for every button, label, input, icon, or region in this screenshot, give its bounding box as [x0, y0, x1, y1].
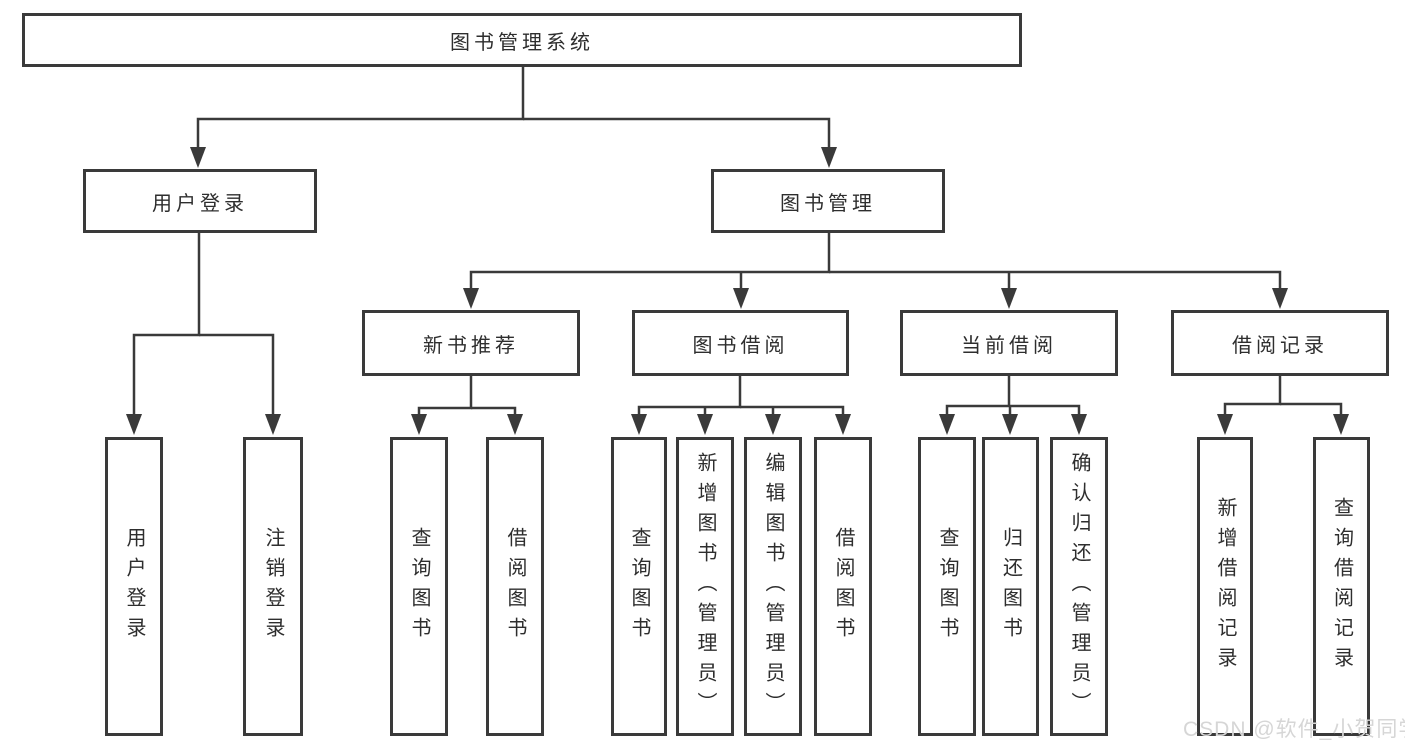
- node-library-management-system: 图书管理系统: [22, 13, 1022, 67]
- leaf-borrow-books-recommend: 借阅图书: [486, 437, 544, 736]
- node-borrow-records: 借阅记录: [1171, 310, 1389, 376]
- node-label: 确认归还（管理员）: [1068, 451, 1090, 722]
- node-label: 编辑图书（管理员）: [762, 451, 784, 722]
- node-label: 新增借阅记录: [1214, 496, 1236, 677]
- leaf-query-books-recommend: 查询图书: [390, 437, 448, 736]
- leaf-query-books: 查询图书: [611, 437, 667, 736]
- node-label: 当前借阅: [961, 334, 1057, 357]
- node-label: 用户登录: [123, 526, 145, 647]
- leaf-user-login: 用户登录: [105, 437, 163, 736]
- node-label: 注销登录: [262, 526, 284, 647]
- node-current-borrow: 当前借阅: [900, 310, 1118, 376]
- node-label: 查询借阅记录: [1330, 496, 1353, 677]
- node-label: 借阅图书: [832, 526, 854, 647]
- leaf-confirm-return-admin: 确认归还（管理员）: [1050, 437, 1108, 736]
- node-label: 新增图书（管理员）: [694, 451, 716, 722]
- node-book-management: 图书管理: [711, 169, 945, 233]
- node-user-login: 用户登录: [83, 169, 317, 233]
- node-book-borrow: 图书借阅: [632, 310, 849, 376]
- node-label: 新书推荐: [423, 334, 519, 357]
- leaf-query-books-current: 查询图书: [918, 437, 976, 736]
- node-label: 查询图书: [628, 526, 650, 647]
- node-label: 图书借阅: [692, 334, 789, 357]
- leaf-edit-books-admin: 编辑图书（管理员）: [744, 437, 802, 736]
- node-label: 查询图书: [408, 526, 430, 647]
- node-label: 查询图书: [936, 526, 958, 647]
- node-label: 图书管理系统: [450, 31, 594, 54]
- node-label: 借阅图书: [504, 526, 526, 647]
- leaf-return-books: 归还图书: [982, 437, 1039, 736]
- leaf-borrow-books: 借阅图书: [814, 437, 872, 736]
- leaf-logout: 注销登录: [243, 437, 303, 736]
- node-label: 借阅记录: [1232, 334, 1328, 357]
- leaf-query-borrow-record: 查询借阅记录: [1313, 437, 1370, 736]
- leaf-add-books-admin: 新增图书（管理员）: [676, 437, 734, 736]
- arrowheads: [126, 147, 1349, 435]
- csdn-watermark: CSDN @软件_小贺同学: [1183, 718, 1405, 741]
- node-new-book-recommend: 新书推荐: [362, 310, 580, 376]
- leaf-add-borrow-record: 新增借阅记录: [1197, 437, 1253, 736]
- node-label: 用户登录: [152, 192, 248, 215]
- node-label: 图书管理: [780, 192, 876, 215]
- node-label: 归还图书: [999, 526, 1022, 647]
